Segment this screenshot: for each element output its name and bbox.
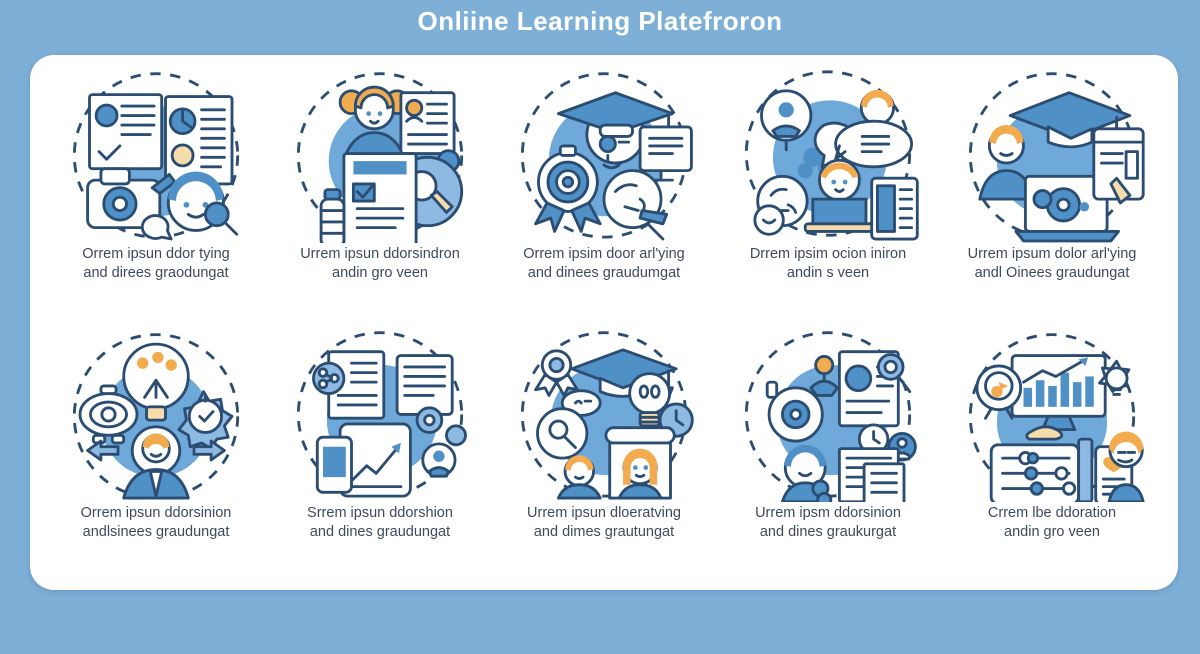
caption-4: Drrem ipsim ocion iniron andin s veen	[750, 245, 906, 283]
concept-card-9: Urrem ipsm ddorsinion and dines graukurg…	[716, 324, 940, 583]
graduate-monitor-icon	[509, 65, 699, 243]
concept-card-4: Drrem ipsim ocion iniron andin s veen	[716, 65, 940, 324]
caption-1-line1: Orrem ipsun ddor tying	[82, 246, 230, 262]
caption-10: Crrem lbe ddoration andin gro veen	[988, 504, 1116, 542]
caption-9-line2: and dines graukurgat	[759, 523, 897, 540]
concept-card-7: Srrem ipsun ddorshion and dines graudung…	[268, 324, 492, 583]
performance-dashboard-icon	[957, 324, 1147, 502]
concept-card-8: Urrem ipsun dloeratving and dimes grautu…	[492, 324, 716, 583]
concept-grid: Orrem ipsun ddor tying and direes graodu…	[30, 55, 1178, 590]
concept-card-1: Orrem ipsun ddor tying and direes graodu…	[44, 65, 268, 324]
content-card: Orrem ipsun ddor tying and direes graodu…	[30, 55, 1178, 590]
caption-4-line1: Drrem ipsim ocion iniron	[749, 246, 907, 262]
caption-5-line1: Urrem ipsum dolor arl'ying	[967, 246, 1137, 262]
media-research-icon	[61, 65, 251, 243]
caption-7: Srrem ipsun ddorshion and dines graudung…	[307, 504, 453, 542]
caption-2: Urrem ipsun ddorsindron andin gro veen	[300, 245, 460, 283]
caption-3: Orrem ipsim door arl'ying and dinees gra…	[523, 245, 685, 283]
concept-card-10: Crrem lbe ddoration andin gro veen	[940, 324, 1164, 583]
caption-8-line1: Urrem ipsun dloeratving	[527, 504, 681, 521]
mobile-analytics-icon	[285, 324, 475, 502]
student-checklist-icon	[285, 65, 475, 243]
profile-search-icon	[733, 324, 923, 502]
caption-8-line2: and dimes grautungat	[533, 523, 675, 540]
caption-8: Urrem ipsun dloeratving and dimes grautu…	[527, 504, 681, 542]
caption-6-line1: Orrem ipsun ddorsinion	[80, 504, 232, 521]
qa-learning-icon	[509, 324, 699, 502]
caption-1-line2: and direes graodungat	[83, 265, 229, 282]
caption-5: Urrem ipsum dolor arl'ying andl Oinees g…	[968, 245, 1137, 283]
caption-4-line2: andin s veen	[786, 265, 870, 282]
page-title: Onliine Learning Platefroron	[417, 6, 783, 36]
caption-2-line1: Urrem ipsun ddorsindron	[300, 246, 460, 262]
caption-10-line1: Crrem lbe ddoration	[987, 504, 1117, 521]
caption-3-line1: Orrem ipsim door arl'ying	[523, 246, 685, 262]
caption-9-line1: Urrem ipsm ddorsinion	[755, 504, 901, 521]
caption-2-line2: andin gro veen	[332, 265, 428, 282]
caption-7-line2: and dines graudungat	[309, 523, 451, 540]
caption-1: Orrem ipsun ddor tying and direes graodu…	[82, 245, 229, 283]
concept-card-3: Orrem ipsim door arl'ying and dinees gra…	[492, 65, 716, 324]
concept-card-5: Urrem ipsum dolor arl'ying andl Oinees g…	[940, 65, 1164, 324]
caption-5-line2: andl Oinees graudungat	[974, 265, 1130, 282]
idea-exchange-icon	[61, 324, 251, 502]
concept-card-2: Urrem ipsun ddorsindron andin gro veen	[268, 65, 492, 324]
online-graduation-icon	[957, 65, 1147, 243]
caption-6-line2: andlsinees graudungat	[82, 523, 230, 540]
caption-7-line1: Srrem ipsun ddorshion	[307, 504, 453, 521]
caption-3-line2: and dinees graudumgat	[527, 265, 681, 282]
caption-9: Urrem ipsm ddorsinion and dines graukurg…	[755, 504, 901, 542]
caption-10-line2: andin gro veen	[1004, 523, 1100, 540]
group-discussion-icon	[733, 65, 923, 243]
concept-card-6: Orrem ipsun ddorsinion andlsinees graudu…	[44, 324, 268, 583]
caption-6: Orrem ipsun ddorsinion andlsinees graudu…	[81, 504, 232, 542]
